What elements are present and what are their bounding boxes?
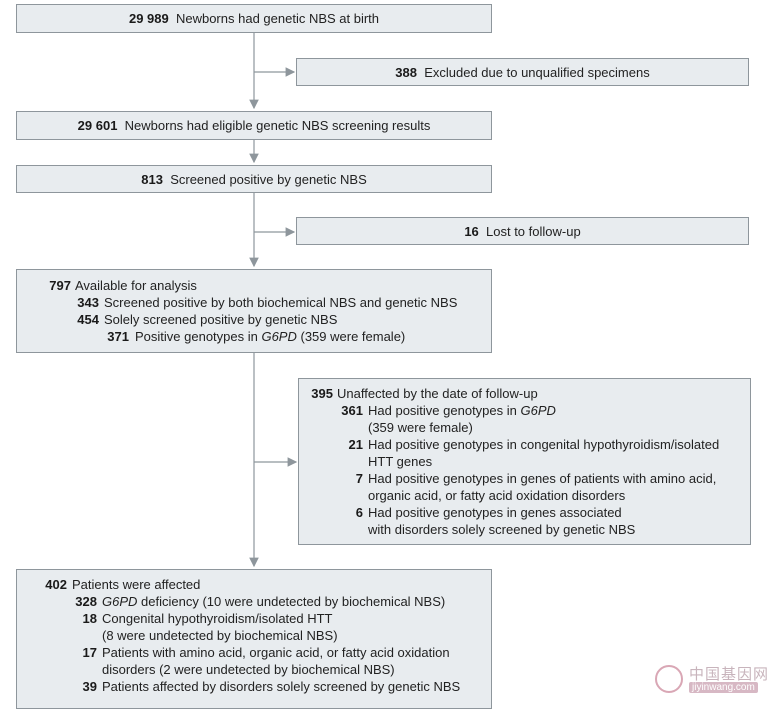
label-g6pd-post: (359 were female) [296,329,406,344]
gene-affected-g6pd: G6PD [102,594,138,609]
box-lost-follow-up: 16 Lost to follow-up [296,217,749,245]
row-unaffected: 395 Unaffected by the date of follow-up [299,385,750,402]
count-affected-g6pd: 328 [75,594,97,609]
row-unaffected-amino: 7 Had positive genotypes in genes of pat… [299,470,750,487]
box-affected: 402 Patients were affected 328 G6PD defi… [16,569,492,709]
count-solely: 454 [77,312,99,327]
label-g6pd-pre: Positive genotypes in [135,329,262,344]
label-unaffected-g6pd-pre: Had positive genotypes in [368,403,521,418]
count-unaffected-solely: 6 [355,505,363,520]
row-unaffected-solely-2: with disorders solely screened by geneti… [299,521,750,538]
box-screened-positive: 813 Screened positive by genetic NBS [16,165,492,193]
label-unaffected-solely: Had positive genotypes in genes associat… [368,505,622,520]
count-both: 343 [77,295,99,310]
label-affected-amino-2: disorders (2 were undetected by biochemi… [102,662,395,677]
box-excluded: 388 Excluded due to unqualified specimen… [296,58,749,86]
count-affected: 402 [45,577,67,592]
row-unaffected-g6pd: 361 Had positive genotypes in G6PD [299,402,750,419]
row-g6pd-genotypes: 371 Positive genotypes in G6PD (359 were… [17,328,491,345]
label-eligible: Newborns had eligible genetic NBS screen… [124,118,431,133]
row-affected-htt: 18 Congenital hypothyroidism/isolated HT… [17,610,491,627]
row-affected: 402 Patients were affected [17,576,491,593]
count-screened-positive: 813 [141,171,163,187]
label-unaffected-solely-2: with disorders solely screened by geneti… [368,522,636,537]
label-solely: Solely screened positive by genetic NBS [104,312,338,327]
label-affected-htt-2: (8 were undetected by biochemical NBS) [102,628,338,643]
row-unaffected-solely: 6 Had positive genotypes in genes associ… [299,504,750,521]
row-unaffected-amino-2: organic acid, or fatty acid oxidation di… [299,487,750,504]
box-eligible-results: 29 601 Newborns had eligible genetic NBS… [16,111,492,140]
row-available: 797 Available for analysis [17,277,491,294]
count-affected-amino: 17 [82,645,97,660]
row-affected-g6pd: 328 G6PD deficiency (10 were undetected … [17,593,491,610]
row-affected-amino: 17 Patients with amino acid, organic aci… [17,644,491,661]
row-solely-positive: 454 Solely screened positive by genetic … [17,311,491,328]
box-unaffected: 395 Unaffected by the date of follow-up … [298,378,751,545]
count-affected-htt: 18 [82,611,97,626]
label-unaffected: Unaffected by the date of follow-up [337,386,538,401]
watermark-url: jiyinwang.com [689,682,758,693]
count-excluded: 388 [395,64,417,80]
label-unaffected-g6pd: Had positive genotypes in G6PD [368,402,556,419]
label-affected-g6pd-post: deficiency (10 were undetected by bioche… [137,594,446,609]
label-affected: Patients were affected [72,577,201,592]
watermark: 中国基因网 jiyinwang.com [655,663,770,697]
label-screened-positive: Screened positive by genetic NBS [170,171,367,187]
label-affected-solely: Patients affected by disorders solely sc… [102,679,461,694]
label-genetic-nbs: Newborns had genetic NBS at birth [175,11,380,26]
label-affected-g6pd: G6PD deficiency (10 were undetected by b… [102,593,445,610]
label-lost: Lost to follow-up [486,223,581,239]
watermark-logo-icon [655,665,683,693]
row-both-positive: 343 Screened positive by both biochemica… [17,294,491,311]
label-affected-amino: Patients with amino acid, organic acid, … [102,645,450,660]
count-genetic-nbs: 29 989 [128,11,169,26]
row-affected-solely: 39 Patients affected by disorders solely… [17,678,491,695]
count-affected-solely: 39 [82,679,97,694]
row-unaffected-htt: 21 Had positive genotypes in congenital … [299,436,750,453]
label-unaffected-htt: Had positive genotypes in congenital hyp… [368,437,720,452]
gene-unaffected-g6pd: G6PD [520,403,556,418]
box-available-analysis: 797 Available for analysis 343 Screened … [16,269,492,353]
count-lost: 16 [464,223,479,239]
row-unaffected-htt-2: HTT genes [299,453,750,470]
watermark-cn: 中国基因网 [689,666,770,683]
count-g6pd: 371 [107,329,129,344]
count-unaffected-amino: 7 [355,471,363,486]
count-available: 797 [49,278,71,293]
row-unaffected-g6pd-2: (359 were female) [299,419,750,436]
row-affected-amino-2: disorders (2 were undetected by biochemi… [17,661,491,678]
count-unaffected-htt: 21 [348,437,363,452]
label-excluded: Excluded due to unqualified specimens [424,64,650,80]
box-genetic-nbs-at-birth: 29 989 Newborns had genetic NBS at birth [16,4,492,33]
label-unaffected-amino-2: organic acid, or fatty acid oxidation di… [368,488,626,503]
gene-g6pd: G6PD [261,329,297,344]
label-available: Available for analysis [75,278,197,293]
label-unaffected-g6pd-2: (359 were female) [368,420,473,435]
label-g6pd: Positive genotypes in G6PD (359 were fem… [135,328,405,345]
label-unaffected-htt-2: HTT genes [368,454,433,469]
row-affected-htt-2: (8 were undetected by biochemical NBS) [17,627,491,644]
label-unaffected-amino: Had positive genotypes in genes of patie… [368,471,717,486]
count-unaffected: 395 [311,386,333,401]
count-unaffected-g6pd: 361 [341,403,363,418]
count-eligible: 29 601 [77,118,118,133]
label-affected-htt: Congenital hypothyroidism/isolated HTT [102,611,333,626]
label-both: Screened positive by both biochemical NB… [104,295,458,310]
